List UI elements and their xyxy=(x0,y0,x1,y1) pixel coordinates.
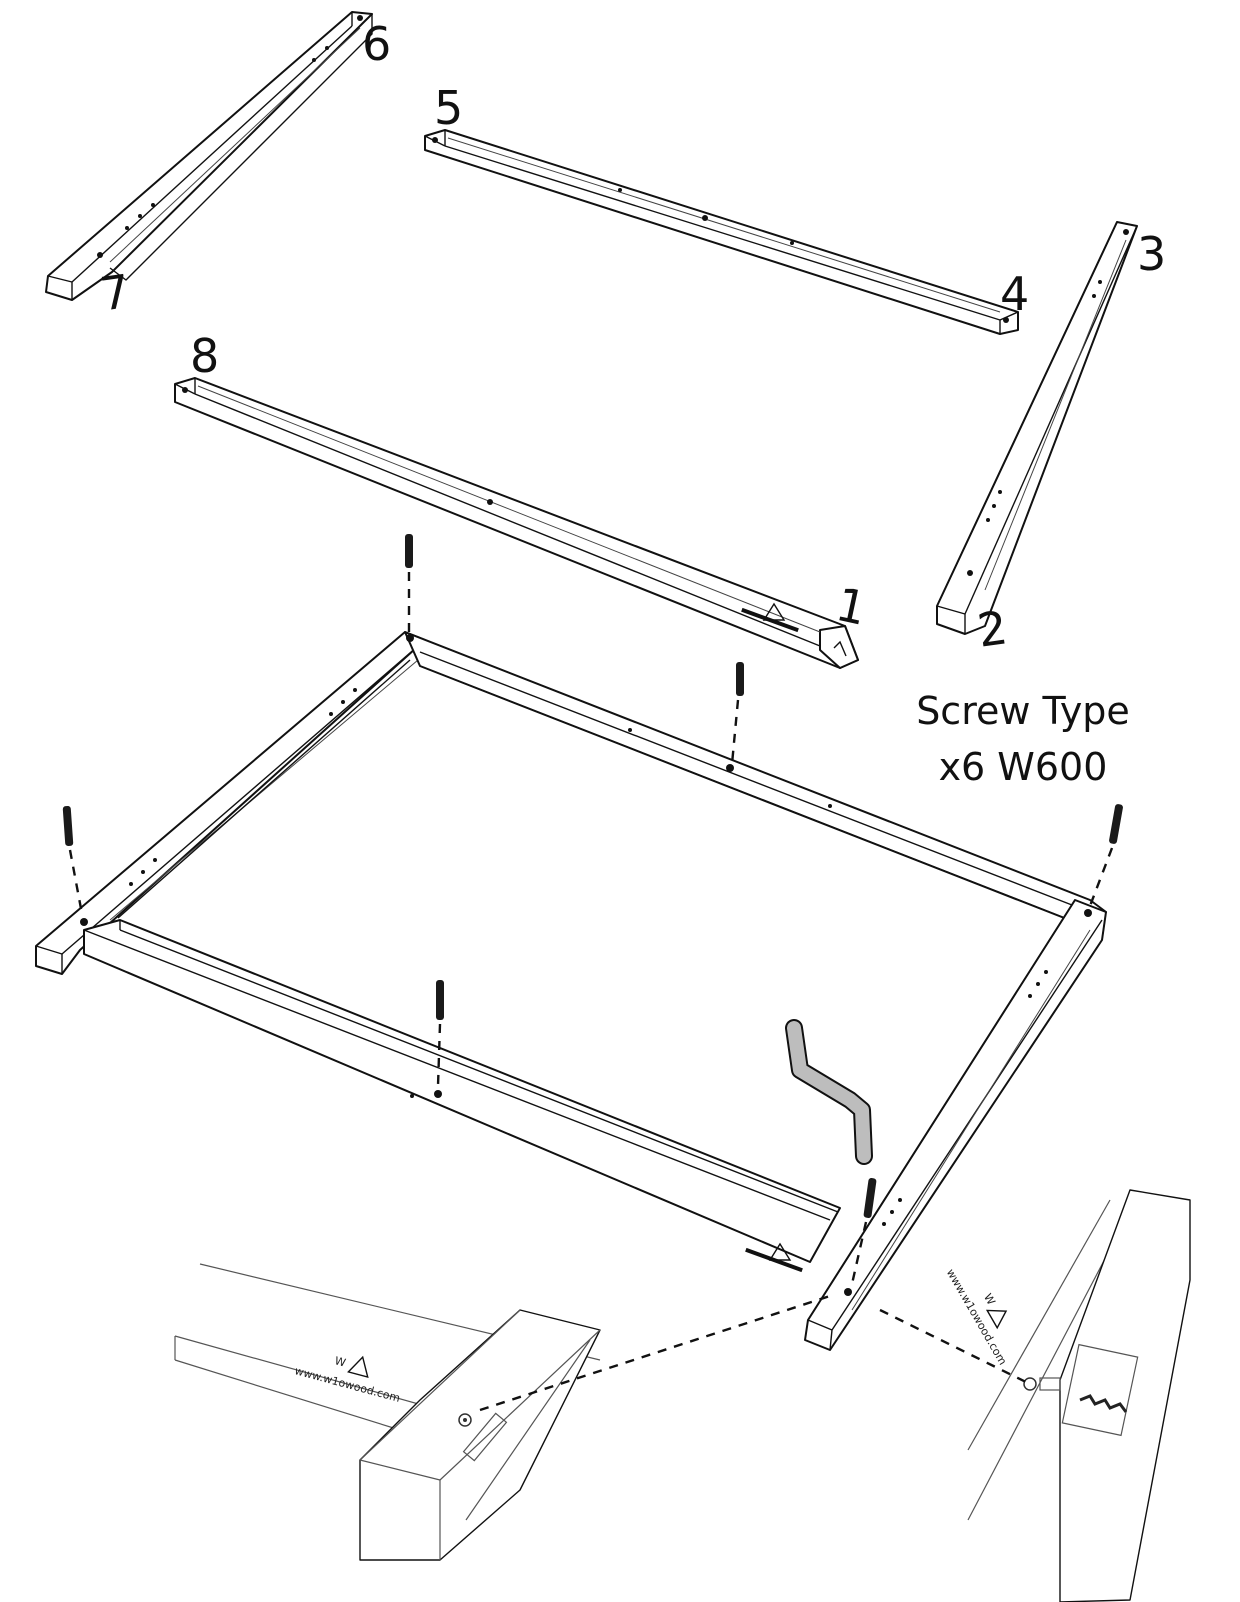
rail-5-4 xyxy=(424,129,1019,335)
label-part-6: 6 xyxy=(362,17,391,71)
screw-type-line-1: Screw Type xyxy=(916,689,1130,733)
label-part-2: 2 xyxy=(974,600,1011,658)
screw-type-note: Screw Type x6 W600 xyxy=(916,689,1130,789)
rail-3-2 xyxy=(936,221,1138,635)
screw-5 xyxy=(436,980,444,1087)
logo-mark-right: W xyxy=(981,1291,998,1307)
logo-website-left: www.w1owood.com xyxy=(293,1364,401,1405)
label-part-3: 3 xyxy=(1137,227,1166,281)
logo-detail-right: W www.w1owood.com xyxy=(944,1267,1010,1368)
logo-mark-rail-1 xyxy=(741,602,799,633)
screw-2 xyxy=(730,662,744,765)
logo-website-right: www.w1owood.com xyxy=(944,1267,1010,1368)
label-part-7: 7 xyxy=(97,264,134,322)
rail-8-1 xyxy=(174,377,859,669)
logo-detail-left: W www.w1owood.com xyxy=(293,1354,401,1405)
label-part-4: 4 xyxy=(1000,267,1029,321)
screw-1 xyxy=(405,534,413,632)
detail-view-left: W www.w1owood.com xyxy=(174,1263,831,1561)
assembled-frame xyxy=(35,631,1107,1351)
label-part-1: 1 xyxy=(831,577,871,636)
rail-6-7 xyxy=(45,11,373,301)
label-part-8: 8 xyxy=(190,329,219,383)
screw-6 xyxy=(850,1178,877,1285)
logo-mark-left: W xyxy=(333,1354,347,1369)
logo-mark-front-rail xyxy=(745,1242,803,1273)
screw-4 xyxy=(1088,804,1123,907)
screws xyxy=(62,534,1123,1285)
hex-key-tool xyxy=(785,1019,873,1165)
detail-view-right: W www.w1owood.com xyxy=(879,1189,1191,1602)
screw-type-line-2: x6 W600 xyxy=(939,745,1108,789)
label-part-5: 5 xyxy=(434,81,463,135)
screw-3 xyxy=(62,805,84,915)
